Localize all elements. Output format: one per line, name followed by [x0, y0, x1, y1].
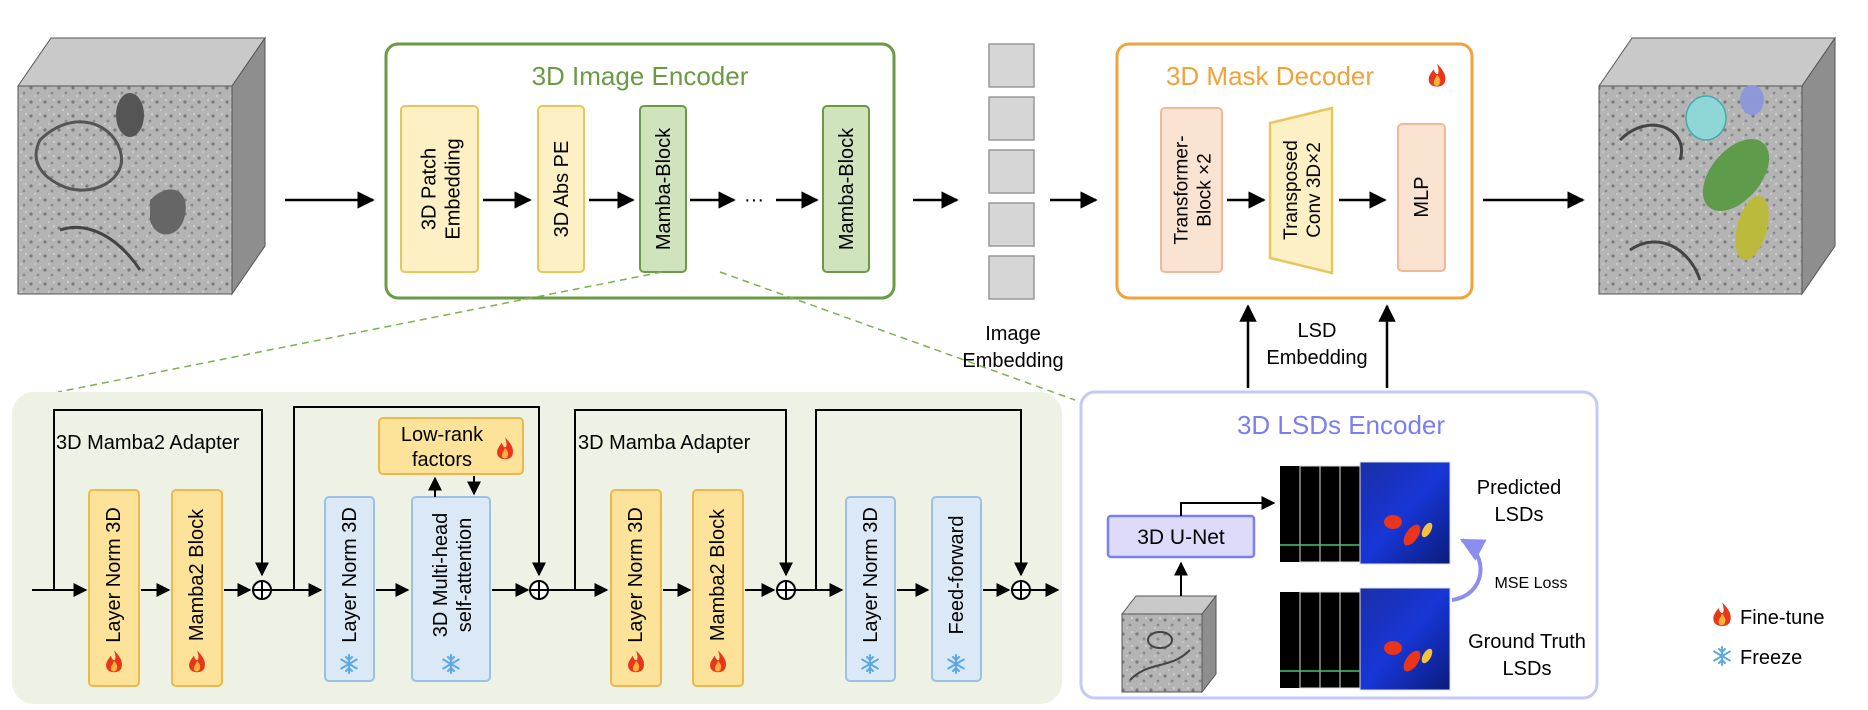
predicted-lsds-line2: LSDs [1495, 504, 1544, 526]
adapter-layernorm-4-label: Layer Norm 3D [860, 507, 882, 643]
adapter-mhsa-line1: 3D Multi-head [430, 513, 452, 638]
adapter-layernorm-3-label: Layer Norm 3D [625, 507, 647, 643]
mamba-block-1-label: Mamba-Block [653, 127, 675, 250]
transposed-line2: Conv 3D×2 [1304, 142, 1325, 238]
lowrank-line2: factors [412, 449, 472, 471]
adapter-feed-forward [931, 496, 982, 682]
mlp-label: MLP [1411, 176, 1433, 217]
lowrank-line1: Low-rank [401, 424, 484, 446]
legend-flame-icon [1713, 602, 1731, 627]
input-volume [17, 36, 266, 296]
lsds-encoder-title: 3D LSDs Encoder [1237, 410, 1445, 440]
mse-loss-label: MSE Loss [1495, 575, 1568, 592]
legend: Fine-tune Freeze [1713, 602, 1825, 669]
patch-embedding-line2: Embedding [443, 138, 465, 239]
adapter-panel [12, 392, 1062, 704]
image-embedding-label-2: Embedding [962, 350, 1063, 372]
lsds-input-volume [1120, 594, 1218, 694]
mse-loss-arrow [1451, 538, 1487, 602]
mamba-block-n [822, 105, 870, 273]
abs-pe-label: 3D Abs PE [551, 141, 573, 238]
adapter-layernorm-3 [610, 489, 662, 687]
legend-finetune: Fine-tune [1740, 607, 1825, 629]
transposed-conv-block [1268, 106, 1334, 275]
predicted-lsds-line1: Predicted [1477, 477, 1562, 499]
unet-label: 3D U-Net [1137, 526, 1225, 549]
output-volume [1598, 36, 1836, 296]
mlp-block [1397, 123, 1446, 272]
ellipsis: ··· [744, 189, 764, 211]
adapter-mhsa [411, 496, 491, 682]
transposed-line1: Transposed [1281, 140, 1302, 240]
mamba-block-n-label: Mamba-Block [836, 127, 858, 250]
lsd-embedding-label-2: Embedding [1266, 347, 1367, 369]
adapter-mamba2-block-1-label: Mamba2 Block [186, 508, 208, 641]
add-node [1011, 580, 1031, 600]
predicted-lsds-stack [1280, 461, 1451, 565]
adapter-mamba2-block-2-label: Mamba2 Block [707, 508, 729, 641]
mamba2-adapter-title: 3D Mamba2 Adapter [56, 432, 240, 454]
add-node [529, 580, 549, 600]
image-embedding-label-1: Image [985, 323, 1041, 345]
image-encoder-title: 3D Image Encoder [532, 61, 749, 91]
patch-embedding-block [400, 105, 479, 273]
adapter-mamba2-block-2 [692, 489, 744, 687]
transformer-line1: Transformer- [1172, 135, 1193, 244]
gt-lsds-line1: Ground Truth [1468, 631, 1586, 653]
add-node [252, 580, 272, 600]
adapter-layernorm-2 [324, 496, 375, 682]
ground-truth-lsds-stack [1280, 587, 1451, 691]
transformer-line2: Block ×2 [1195, 153, 1216, 226]
lowrank-factors [378, 417, 524, 475]
mamba-adapter-title: 3D Mamba Adapter [578, 432, 751, 454]
abs-pe-block [537, 105, 585, 273]
adapter-layernorm-1 [88, 489, 140, 687]
adapter-mamba2-block-1 [171, 489, 223, 687]
lsd-embedding-label-1: LSD [1298, 320, 1337, 342]
adapter-layernorm-4 [845, 496, 896, 682]
adapter-mhsa-line2: self-attention [454, 518, 476, 633]
image-embedding-tokens [988, 43, 1035, 300]
adapter-layernorm-2-label: Layer Norm 3D [339, 507, 361, 643]
legend-snowflake-icon [1713, 646, 1731, 666]
adapter-layernorm-1-label: Layer Norm 3D [103, 507, 125, 643]
transformer-block [1160, 107, 1223, 273]
mask-decoder-title: 3D Mask Decoder [1166, 61, 1374, 91]
add-node [776, 580, 796, 600]
legend-freeze: Freeze [1740, 647, 1802, 669]
patch-embedding-line1: 3D Patch [419, 148, 441, 230]
adapter-feed-forward-label: Feed-forward [946, 516, 968, 635]
mamba-block-1 [639, 105, 687, 273]
gt-lsds-line2: LSDs [1503, 658, 1552, 680]
